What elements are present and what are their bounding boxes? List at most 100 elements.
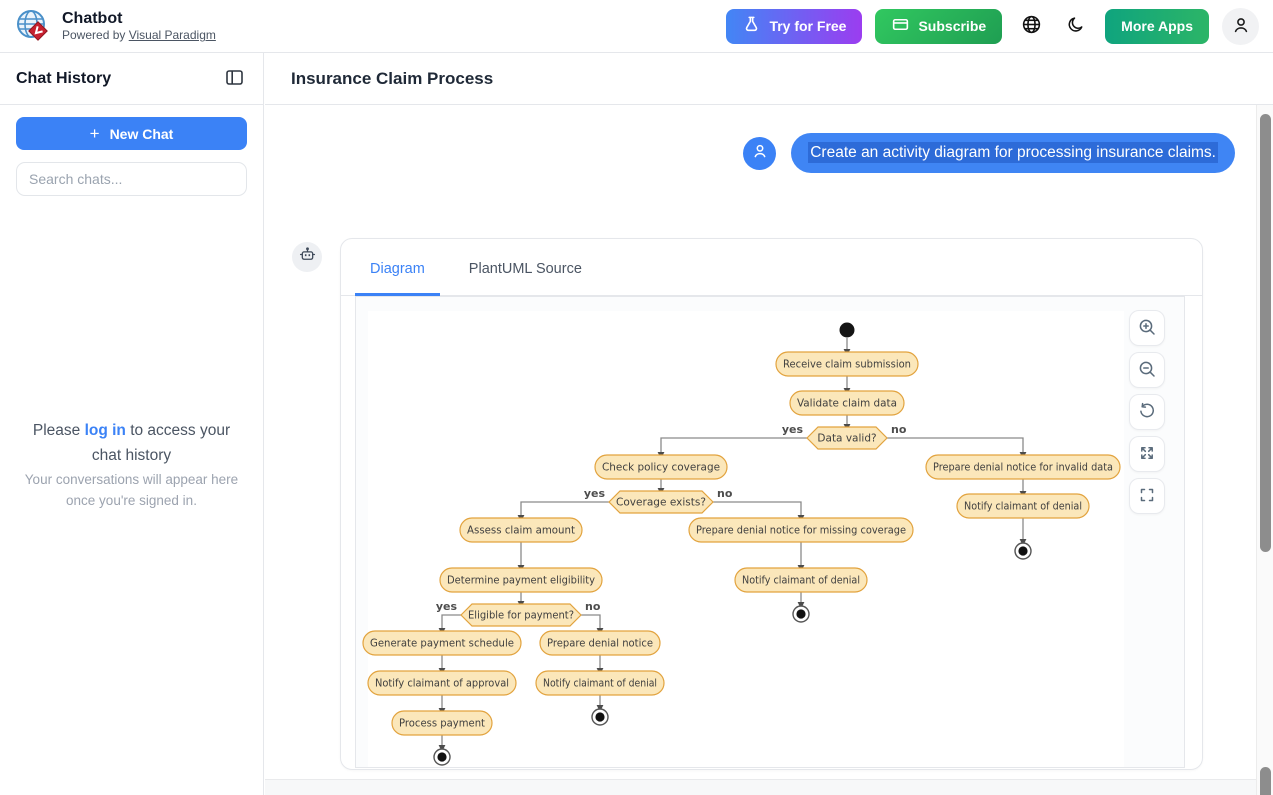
result-tabs: Diagram PlantUML Source bbox=[341, 239, 1202, 296]
language-button[interactable] bbox=[1015, 10, 1047, 42]
zoom-in-icon bbox=[1137, 317, 1157, 340]
svg-text:yes: yes bbox=[436, 600, 458, 613]
subscribe-button[interactable]: Subscribe bbox=[875, 8, 1003, 44]
log-in-link[interactable]: log in bbox=[84, 421, 126, 439]
visual-paradigm-link[interactable]: Visual Paradigm bbox=[128, 28, 216, 43]
diagram-node-decision: Coverage exists? bbox=[608, 490, 714, 514]
panel-collapse-icon bbox=[224, 67, 245, 91]
user-avatar-icon bbox=[1231, 15, 1251, 38]
svg-text:Notify claimant of denial: Notify claimant of denial bbox=[964, 501, 1082, 513]
diagram-edge: no bbox=[580, 600, 604, 635]
diagram-node-action: Generate payment schedule bbox=[362, 630, 522, 656]
powered-by: Powered by Visual Paradigm bbox=[62, 28, 216, 43]
more-apps-button[interactable]: More Apps bbox=[1105, 8, 1209, 44]
app-title: Chatbot bbox=[62, 9, 123, 27]
conversation-area: Create an activity diagram for processin… bbox=[265, 105, 1273, 795]
svg-text:Generate payment schedule: Generate payment schedule bbox=[370, 638, 514, 650]
svg-text:no: no bbox=[891, 423, 907, 436]
app-header: Chatbot Powered by Visual Paradigm Try f… bbox=[0, 0, 1273, 53]
main-panel: Insurance Claim Process Create an activi… bbox=[265, 53, 1273, 795]
dark-mode-button[interactable] bbox=[1060, 10, 1092, 42]
zoom-out-button[interactable] bbox=[1129, 352, 1165, 388]
bot-message-row: Diagram PlantUML Source yes no yes no yes no R… bbox=[292, 238, 1273, 770]
diagram-node-action: Notify claimant of denial bbox=[734, 567, 868, 593]
brand-text: Chatbot Powered by Visual Paradigm bbox=[62, 10, 216, 42]
user-message-bubble: Create an activity diagram for processin… bbox=[791, 133, 1235, 173]
diagram-node-action: Check policy coverage bbox=[594, 454, 728, 480]
svg-text:Notify claimant of denial: Notify claimant of denial bbox=[543, 678, 657, 690]
account-button[interactable] bbox=[1222, 7, 1259, 45]
sidebar-collapse-button[interactable] bbox=[224, 67, 245, 91]
diagram-node-action: Assess claim amount bbox=[459, 517, 583, 543]
diagram-node-end bbox=[792, 605, 810, 623]
diagram-node-action: Notify claimant of denial bbox=[535, 670, 665, 696]
reset-view-button[interactable] bbox=[1129, 394, 1165, 430]
diagram-node-decision: Eligible for payment? bbox=[460, 603, 582, 627]
diagram-node-action: Prepare denial notice for invalid data bbox=[925, 454, 1121, 480]
scrollbar-thumb[interactable] bbox=[1260, 114, 1271, 552]
conversation-title: Insurance Claim Process bbox=[291, 68, 494, 88]
svg-text:Prepare denial notice: Prepare denial notice bbox=[547, 638, 653, 650]
zoom-out-icon bbox=[1137, 359, 1157, 382]
svg-text:Check policy coverage: Check policy coverage bbox=[602, 462, 720, 474]
diagram-node-action: Process payment bbox=[391, 710, 493, 736]
svg-text:yes: yes bbox=[782, 423, 804, 436]
diagram-node-action: Validate claim data bbox=[789, 390, 905, 416]
diagram-node-end bbox=[591, 708, 609, 726]
svg-text:Receive claim submission: Receive claim submission bbox=[783, 359, 911, 371]
search-chats-input[interactable] bbox=[16, 162, 247, 196]
diagram-node-action: Determine payment eligibility bbox=[439, 567, 603, 593]
conversation-scrollbar[interactable] bbox=[1256, 105, 1273, 795]
plus-icon: + bbox=[89, 123, 100, 143]
login-prompt: Please log in to access your chat histor… bbox=[32, 421, 231, 464]
svg-text:Notify claimant of denial: Notify claimant of denial bbox=[742, 575, 860, 587]
svg-text:Process payment: Process payment bbox=[399, 718, 485, 730]
header-actions: Try for Free Subscribe bbox=[726, 7, 1259, 45]
svg-text:Coverage exists?: Coverage exists? bbox=[616, 497, 706, 509]
diagram-node-end bbox=[1014, 542, 1032, 560]
svg-text:Eligible for payment?: Eligible for payment? bbox=[468, 610, 574, 622]
bottom-strip bbox=[265, 779, 1273, 795]
person-icon bbox=[751, 142, 769, 165]
fullscreen-icon bbox=[1137, 485, 1157, 508]
bot-avatar bbox=[292, 242, 322, 272]
diagram-node-action: Notify claimant of approval bbox=[367, 670, 517, 696]
visual-paradigm-logo bbox=[14, 7, 52, 45]
new-chat-button[interactable]: + New Chat bbox=[16, 117, 247, 150]
credit-card-icon bbox=[891, 15, 910, 37]
fullscreen-button[interactable] bbox=[1129, 478, 1165, 514]
diagram-edge: yes bbox=[517, 487, 610, 522]
zoom-in-button[interactable] bbox=[1129, 310, 1165, 346]
globe-icon bbox=[1021, 14, 1042, 38]
diagram-node-action: Receive claim submission bbox=[775, 351, 919, 377]
diagram-node-action: Notify claimant of denial bbox=[956, 493, 1090, 519]
svg-text:Data valid?: Data valid? bbox=[817, 433, 876, 445]
sidebar-header: Chat History bbox=[0, 53, 263, 105]
try-for-free-button[interactable]: Try for Free bbox=[726, 8, 863, 44]
sidebar-empty-state: Please log in to access your chat histor… bbox=[0, 196, 263, 795]
login-note: Your conversations will appear here once… bbox=[24, 472, 239, 509]
svg-text:Determine payment eligibility: Determine payment eligibility bbox=[447, 575, 595, 587]
expand-icon bbox=[1137, 443, 1157, 466]
user-message-row: Create an activity diagram for processin… bbox=[265, 133, 1235, 173]
tab-plantuml-source[interactable]: PlantUML Source bbox=[468, 261, 582, 277]
diagram-node-action: Prepare denial notice bbox=[539, 630, 661, 656]
activity-diagram-svg: yes no yes no yes no Receive claim submissionV… bbox=[362, 311, 1124, 767]
robot-icon bbox=[298, 245, 317, 269]
sidebar-title: Chat History bbox=[16, 69, 112, 87]
svg-text:Validate claim data: Validate claim data bbox=[797, 398, 897, 410]
flask-icon bbox=[742, 15, 761, 37]
svg-text:Notify claimant of approval: Notify claimant of approval bbox=[375, 678, 509, 690]
tab-diagram[interactable]: Diagram bbox=[355, 261, 440, 296]
reset-view-icon bbox=[1137, 401, 1157, 424]
svg-text:yes: yes bbox=[584, 487, 606, 500]
chat-history-sidebar: Chat History + New Chat Please log in to… bbox=[0, 53, 264, 795]
expand-button[interactable] bbox=[1129, 436, 1165, 472]
user-message-avatar bbox=[743, 137, 777, 170]
scrollbar-thumb-bottom[interactable] bbox=[1260, 767, 1271, 795]
conversation-header: Insurance Claim Process bbox=[265, 53, 1273, 105]
moon-icon bbox=[1067, 15, 1086, 37]
diagram-card: Diagram PlantUML Source yes no yes no yes no R… bbox=[340, 238, 1203, 770]
diagram-edge: no bbox=[712, 487, 805, 522]
